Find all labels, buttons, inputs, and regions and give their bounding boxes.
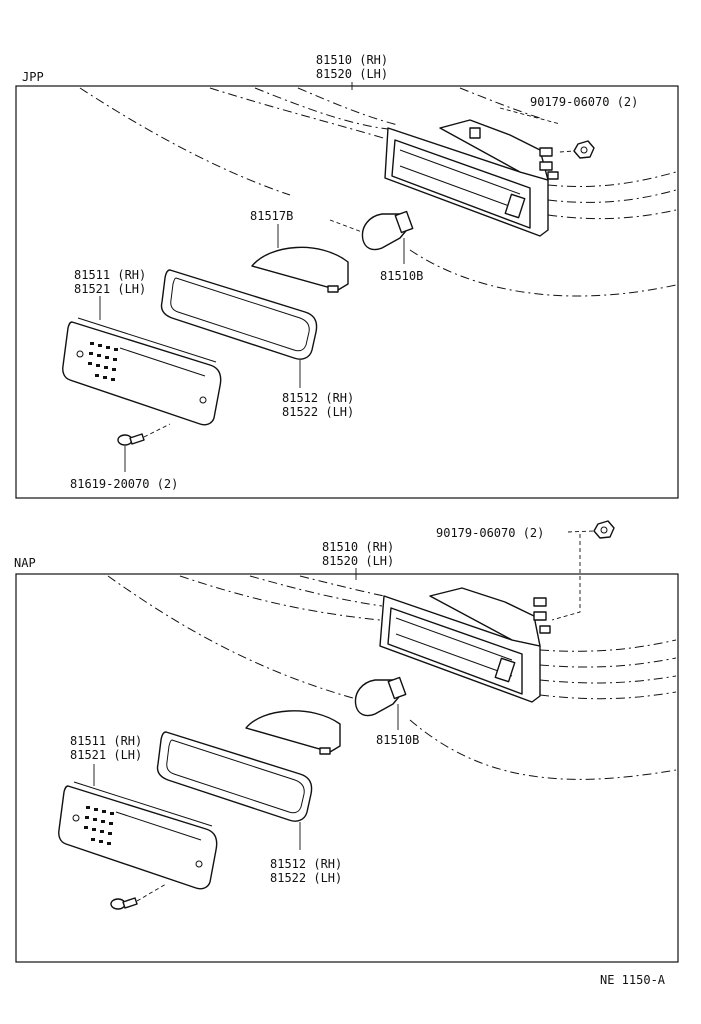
nap-housing-line-1: 81510 (RH) bbox=[322, 540, 394, 554]
nap-reflector bbox=[245, 710, 341, 755]
jpp-region-label: JPP bbox=[22, 70, 44, 84]
jpp-body-contour-lines bbox=[79, 87, 677, 297]
nap-callout-gasket: 81512 (RH)81522 (LH) bbox=[270, 857, 342, 885]
jpp-gasket bbox=[160, 269, 318, 360]
nap-lens-line-1: 81511 (RH) bbox=[70, 734, 142, 748]
jpp-frame bbox=[15, 85, 679, 499]
nap-callout-lens: 81511 (RH)81521 (LH) bbox=[70, 734, 142, 762]
nap-callout-nut: 90179-06070 (2) bbox=[436, 526, 544, 540]
nap-frame bbox=[15, 573, 679, 963]
nap-lens-grid bbox=[84, 806, 114, 845]
nap-lens bbox=[58, 781, 218, 890]
jpp-lens-line-1: 81511 (RH) bbox=[74, 268, 146, 282]
jpp-leader-lines bbox=[99, 82, 561, 472]
jpp-lens-grid bbox=[88, 342, 118, 381]
jpp-callout-lens: 81511 (RH)81521 (LH) bbox=[74, 268, 146, 296]
jpp-callout-reflector: 81517B bbox=[250, 209, 293, 223]
jpp-housing-line-2: 81520 (LH) bbox=[316, 67, 388, 81]
section-nap: NAP bbox=[14, 520, 679, 963]
nap-region-label: NAP bbox=[14, 556, 36, 570]
jpp-callout-housing: 81510 (RH)81520 (LH) bbox=[316, 53, 388, 81]
jpp-gasket-line-2: 81522 (LH) bbox=[282, 405, 354, 419]
nap-housing-line-2: 81520 (LH) bbox=[322, 554, 394, 568]
jpp-callout-bulb: 81510B bbox=[380, 269, 423, 283]
jpp-callout-screw: 81619-20070 (2) bbox=[70, 477, 178, 491]
jpp-bulb bbox=[329, 210, 414, 251]
nap-gasket-line-2: 81522 (LH) bbox=[270, 871, 342, 885]
nap-body-contour-lines bbox=[107, 575, 677, 780]
jpp-screw bbox=[117, 423, 171, 446]
jpp-lens-line-2: 81521 (LH) bbox=[74, 282, 146, 296]
jpp-reflector bbox=[251, 246, 349, 293]
nap-leader-lines bbox=[93, 568, 399, 850]
nap-hex-nut bbox=[551, 520, 615, 621]
nap-gasket bbox=[156, 731, 313, 822]
jpp-callout-gasket: 81512 (RH)81522 (LH) bbox=[282, 391, 354, 419]
jpp-lens bbox=[62, 317, 222, 426]
jpp-callout-nut: 90179-06070 (2) bbox=[530, 95, 638, 109]
jpp-lamp-housing bbox=[384, 119, 559, 237]
nap-lamp-housing bbox=[379, 587, 551, 703]
nap-screw bbox=[110, 883, 167, 910]
jpp-housing-line-1: 81510 (RH) bbox=[316, 53, 388, 67]
section-jpp: JPP bbox=[15, 53, 679, 499]
jpp-hex-nut bbox=[559, 140, 595, 159]
figure-code: NE 1150-A bbox=[600, 973, 666, 987]
jpp-gasket-line-1: 81512 (RH) bbox=[282, 391, 354, 405]
nap-lens-line-2: 81521 (LH) bbox=[70, 748, 142, 762]
nap-callout-housing: 81510 (RH)81520 (LH) bbox=[322, 540, 394, 568]
nap-bulb bbox=[354, 676, 407, 717]
nap-gasket-line-1: 81512 (RH) bbox=[270, 857, 342, 871]
nap-callout-bulb: 81510B bbox=[376, 733, 419, 747]
